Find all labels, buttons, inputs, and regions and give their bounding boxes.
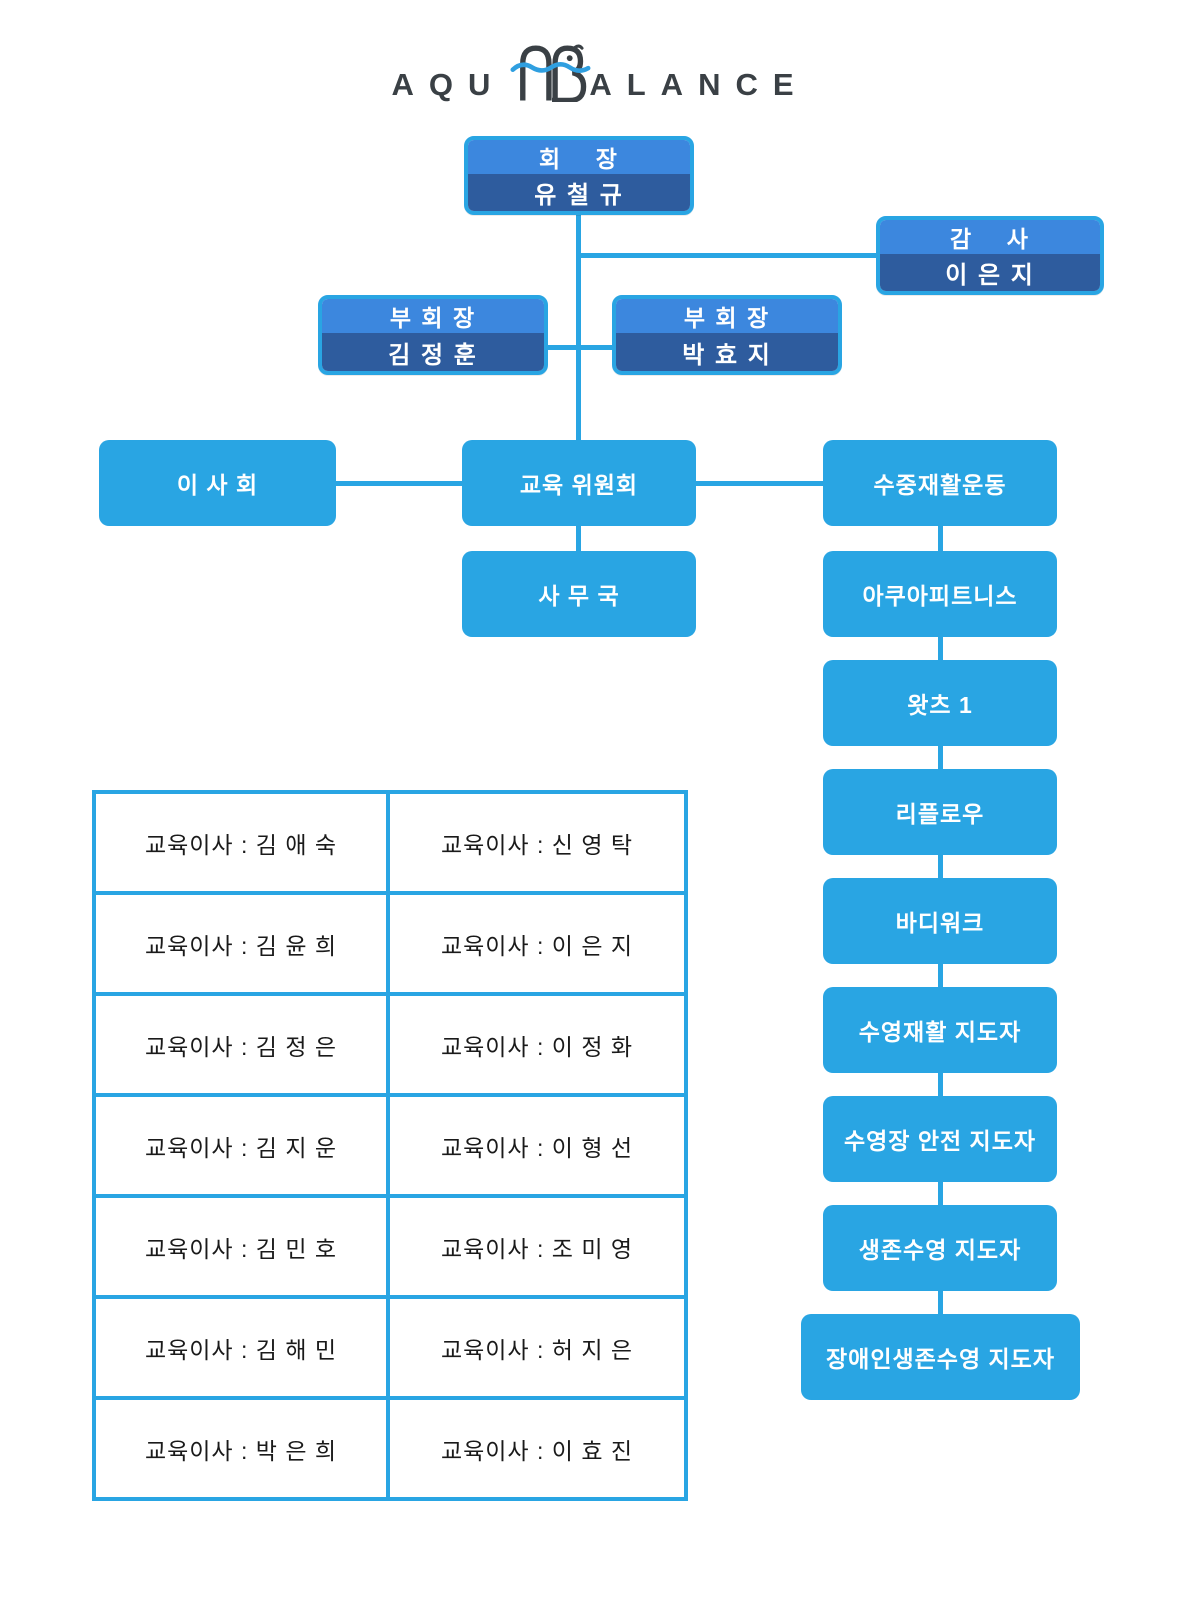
connector-board-education [336, 481, 462, 486]
table-cell: 교육이사 : 박 은 희 [96, 1400, 390, 1497]
swan-eye-dot [566, 55, 573, 62]
table-cell: 교육이사 : 이 형 선 [390, 1097, 684, 1198]
aquatic-rehab-box: 수중재활운동 [823, 440, 1057, 526]
connector-to-auditor [578, 253, 876, 258]
chairman-title: 회 장 [468, 140, 690, 174]
aquabalance-monogram-icon [510, 44, 591, 102]
logo-text-left: AQU [391, 67, 506, 102]
logo-text-right: ALANCE [589, 67, 809, 102]
connector-education-secretariat [576, 526, 581, 551]
table-cell: 교육이사 : 이 은 지 [390, 895, 684, 996]
vice-chairman-1-name: 김 정 훈 [322, 333, 544, 371]
vice-chairman-2-name: 박 효 지 [616, 333, 838, 371]
program-box-pool-safety-instructor: 수영장 안전 지도자 [823, 1096, 1057, 1182]
chairman-box: 회 장 유 철 규 [464, 136, 694, 215]
program-box-bodywork: 바디워크 [823, 878, 1057, 964]
auditor-name: 이 은 지 [880, 254, 1100, 291]
connector-program-6-7 [938, 1291, 943, 1314]
connector-vice-chairmen [548, 345, 612, 350]
connector-program-4-5 [938, 1073, 943, 1096]
table-cell: 교육이사 : 조 미 영 [390, 1198, 684, 1299]
connector-program-5-6 [938, 1182, 943, 1205]
table-cell: 교육이사 : 신 영 탁 [390, 794, 684, 895]
program-box-watsu-1: 왓츠 1 [823, 660, 1057, 746]
connector-rehab-program0 [938, 526, 943, 551]
program-box-swim-rehab-instructor: 수영재활 지도자 [823, 987, 1057, 1073]
education-committee-box: 교육 위원회 [462, 440, 696, 526]
vice-chairman-1-title: 부 회 장 [322, 299, 544, 333]
education-directors-table: 교육이사 : 김 애 숙 교육이사 : 신 영 탁 교육이사 : 김 윤 희 교… [92, 790, 688, 1501]
connector-program-2-3 [938, 855, 943, 878]
vice-chairman-1-box: 부 회 장 김 정 훈 [318, 295, 548, 375]
wave-stroke [510, 62, 591, 73]
table-cell: 교육이사 : 이 효 진 [440, 1437, 634, 1464]
table-cell: 교육이사 : 김 윤 희 [96, 895, 390, 996]
program-box-disabled-survival-swim-instructor: 장애인생존수영 지도자 [801, 1314, 1080, 1400]
aquabalance-logo: AQU ALANCE [391, 40, 808, 102]
auditor-title: 감 사 [880, 220, 1100, 254]
chairman-name: 유 철 규 [468, 174, 690, 211]
table-cell: 교육이사 : 이 정 화 [390, 996, 684, 1097]
secretariat-box: 사 무 국 [462, 551, 696, 637]
connector-education-rehab [696, 481, 823, 486]
connector-program-0-1 [938, 637, 943, 660]
table-cell: 교육이사 : 허 지 은 [390, 1299, 684, 1400]
connector-program-3-4 [938, 964, 943, 987]
table-cell: 교육이사 : 김 지 운 [96, 1097, 390, 1198]
table-cell: 교육이사 : 김 애 숙 [96, 794, 390, 895]
table-cell: 교육이사 : 김 민 호 [96, 1198, 390, 1299]
connector-chairman-down [576, 215, 581, 440]
program-box-reflow: 리플로우 [823, 769, 1057, 855]
program-box-survival-swim-instructor: 생존수영 지도자 [823, 1205, 1057, 1291]
auditor-box: 감 사 이 은 지 [876, 216, 1104, 295]
connector-program-1-2 [938, 746, 943, 769]
table-cell: 교육이사 : 김 정 은 [96, 996, 390, 1097]
program-box-aqua-fitness: 아쿠아피트니스 [823, 551, 1057, 637]
vice-chairman-2-title: 부 회 장 [616, 299, 838, 333]
board-box: 이 사 회 [99, 440, 336, 526]
vice-chairman-2-box: 부 회 장 박 효 지 [612, 295, 842, 375]
table-cell: 교육이사 : 김 해 민 [96, 1299, 390, 1400]
